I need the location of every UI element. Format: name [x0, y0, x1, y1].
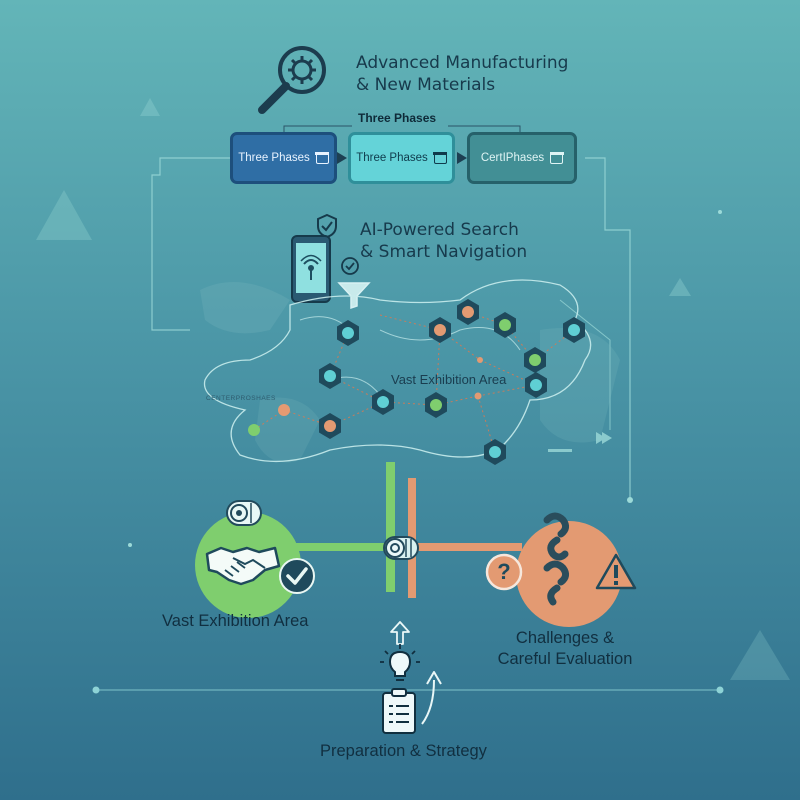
svg-text:?: ? [497, 559, 510, 584]
orange-horizontal-bar [412, 543, 522, 551]
top-title: Advanced Manufacturing & New Materials [356, 52, 568, 96]
check-circle-icon [341, 257, 359, 275]
gear-roll-icon [226, 500, 262, 526]
phase-box-1[interactable]: Three Phases [230, 132, 337, 184]
right-node-label: Challenges & Careful Evaluation [490, 628, 640, 670]
map-node [457, 299, 479, 325]
warning-icon [595, 553, 637, 590]
map-right-marks [548, 432, 612, 452]
map-node [319, 363, 341, 389]
phase-box-3[interactable]: CertIPhases [467, 132, 577, 184]
map-node [319, 413, 341, 439]
green-vertical-bar [386, 462, 395, 592]
chain-links-icon [543, 512, 570, 606]
smartphone-signal-icon [291, 235, 331, 303]
map-node [278, 404, 290, 416]
map-small-label: CENTERPROSHAES [206, 395, 276, 402]
map-center-label: Vast Exhibition Area [391, 372, 507, 387]
lightbulb-icon [380, 644, 420, 681]
arrow-icon [337, 152, 347, 164]
top-title-line1: Advanced Manufacturing [356, 53, 569, 73]
check-circle-icon [279, 558, 315, 594]
map-node [337, 320, 359, 346]
map-nodes [248, 299, 585, 465]
phase-box-3-label: CertIPhases [480, 152, 545, 164]
map-node [494, 312, 516, 338]
top-title-line2: & New Materials [356, 75, 496, 95]
calendar-icon [315, 152, 330, 164]
gear-roll-icon [383, 536, 419, 560]
handshake-icon [205, 546, 281, 586]
magnifier-gear-icon [252, 38, 332, 118]
phase-box-1-label: Three Phases [238, 152, 310, 164]
ai-search-title-line2: & Smart Navigation [360, 242, 528, 262]
question-icon: ? [485, 553, 523, 591]
map-node [429, 317, 451, 343]
phase-box-2[interactable]: Three Phases [348, 132, 455, 184]
calendar-icon [549, 152, 564, 164]
arrow-up-icon [421, 671, 442, 725]
right-node-label-line1: Challenges & [515, 629, 615, 647]
clipboard-icon [382, 688, 416, 734]
map-node [474, 392, 482, 400]
map-node [524, 347, 546, 373]
arrow-icon [457, 152, 467, 164]
map-node [477, 357, 483, 363]
phases-header: Three Phases [358, 111, 437, 125]
ai-search-title-line1: AI-Powered Search [360, 220, 519, 240]
map-node [425, 392, 447, 418]
map-node [484, 439, 506, 465]
left-node-label: Vast Exhibition Area [162, 612, 309, 630]
map-node [372, 389, 394, 415]
bottom-label: Preparation & Strategy [320, 742, 487, 760]
right-node-label-line2: Careful Evaluation [497, 650, 633, 668]
calendar-icon [433, 152, 448, 164]
green-horizontal-bar [270, 543, 395, 551]
map-node [248, 424, 260, 436]
ai-search-title: AI-Powered Search & Smart Navigation [360, 219, 527, 263]
phase-box-2-label: Three Phases [356, 152, 428, 164]
map-node [563, 317, 585, 343]
map-node [525, 372, 547, 398]
